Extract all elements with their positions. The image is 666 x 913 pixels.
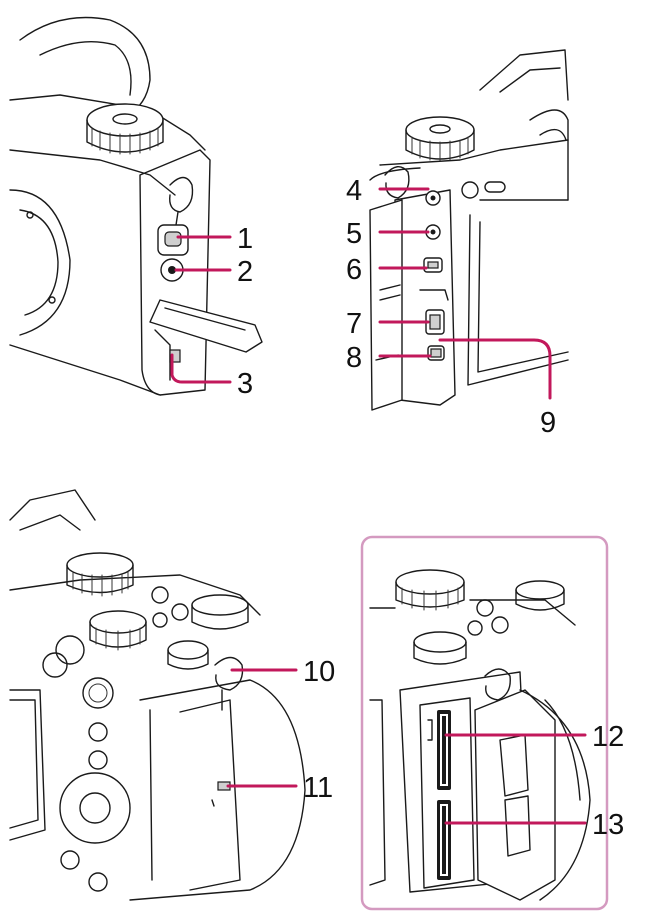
callout-1: 1 — [176, 223, 253, 255]
callout-8: 8 — [346, 342, 432, 374]
dial-icon — [89, 610, 147, 651]
dial-icon — [405, 116, 475, 162]
callout-5: 5 — [346, 218, 430, 250]
dial-icon — [413, 631, 467, 665]
callout-12: 12 — [444, 721, 624, 753]
callout-2: 2 — [174, 256, 253, 288]
card-slot-1-icon — [437, 710, 451, 790]
svg-text:10: 10 — [303, 656, 335, 688]
panel-left-side-view — [9, 16, 263, 396]
dial-icon — [167, 640, 209, 670]
callout-10: 10 — [230, 656, 335, 688]
svg-text:4: 4 — [346, 175, 362, 207]
svg-text:12: 12 — [592, 721, 624, 753]
panel-rear-grip-view — [9, 489, 306, 901]
svg-text:13: 13 — [592, 809, 624, 841]
svg-text:5: 5 — [346, 218, 362, 250]
svg-text:2: 2 — [237, 256, 253, 288]
svg-text:6: 6 — [346, 254, 362, 286]
callout-6: 6 — [346, 254, 428, 286]
card-slot-detail-frame — [360, 535, 609, 911]
dial-icon — [191, 594, 249, 630]
callout-4: 4 — [346, 175, 430, 207]
svg-text:11: 11 — [303, 772, 333, 804]
svg-text:9: 9 — [540, 407, 556, 439]
callout-3: 3 — [170, 353, 253, 400]
callout-9: 9 — [438, 338, 556, 439]
svg-text:3: 3 — [237, 368, 253, 400]
panel-card-slot-view — [369, 569, 591, 901]
svg-text:8: 8 — [346, 342, 362, 374]
dial-icon — [395, 569, 465, 611]
card-slot-2-icon — [437, 800, 451, 880]
control-wheel-icon — [59, 772, 131, 844]
callout-13: 13 — [444, 809, 624, 841]
svg-text:1: 1 — [237, 223, 253, 255]
callout-7: 7 — [346, 308, 430, 340]
svg-text:7: 7 — [346, 308, 362, 340]
multi-selector-icon — [82, 677, 114, 709]
dial-icon — [86, 103, 164, 155]
callout-11: 11 — [226, 772, 333, 804]
dial-icon — [66, 552, 134, 597]
